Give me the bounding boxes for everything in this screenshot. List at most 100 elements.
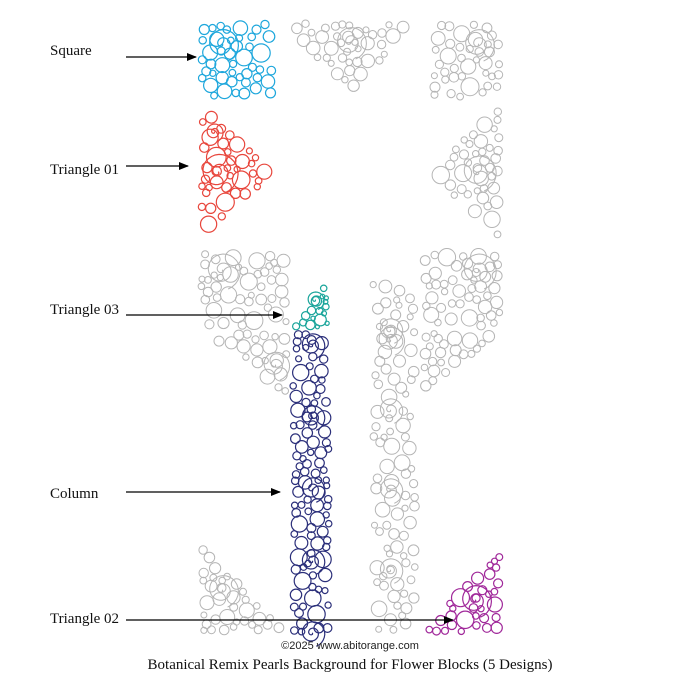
- pearl-circle: [490, 125, 498, 133]
- pearl-circle: [301, 427, 314, 439]
- spiral-motif: [379, 478, 404, 504]
- pearl-circle: [290, 530, 299, 538]
- pearl-circle: [223, 47, 236, 60]
- pearl-circle: [197, 282, 206, 291]
- pearl-circle: [217, 316, 230, 330]
- pearl-circle: [471, 612, 480, 620]
- pearl-circle: [322, 302, 330, 311]
- pearl-circle: [440, 626, 450, 635]
- pearl-circle: [385, 414, 394, 423]
- pearl-circle: [296, 617, 309, 630]
- pearl-circle: [216, 123, 227, 134]
- pearl-circle: [456, 92, 465, 101]
- pearl-circle: [373, 578, 382, 587]
- pearl-circle: [298, 602, 308, 611]
- pearl-circle: [444, 21, 455, 32]
- pearl-circle: [201, 66, 212, 77]
- pearl-circle: [248, 169, 258, 178]
- pearl-circle: [322, 476, 330, 484]
- pearl-circle: [256, 163, 273, 180]
- pearl-circle: [401, 558, 411, 568]
- pearl-circle: [490, 319, 498, 327]
- pearl-circle: [471, 571, 485, 585]
- pearl-circle: [310, 411, 318, 420]
- pearl-circle: [456, 184, 467, 195]
- pearl-circle: [493, 230, 502, 239]
- pearl-circle: [291, 470, 301, 479]
- pearl-circle: [240, 77, 251, 88]
- pearl-circle: [228, 68, 237, 77]
- pearl-circle: [310, 374, 319, 384]
- pearl-circle: [398, 530, 409, 541]
- pearl-circle: [231, 170, 251, 190]
- pearl-circle: [209, 69, 217, 78]
- pearl-circle: [483, 201, 493, 211]
- pearl-circle: [316, 525, 329, 538]
- pearl-circle: [253, 269, 263, 279]
- pearl-circle: [239, 272, 258, 291]
- pearl-circle: [307, 420, 318, 430]
- pearl-circle: [322, 511, 330, 519]
- pearl-circle: [230, 578, 243, 590]
- pearl-circle: [490, 153, 502, 164]
- pearl-circle: [463, 190, 472, 199]
- pearl-circle: [263, 303, 273, 312]
- pearl-circle: [379, 572, 388, 581]
- pearl-circle: [199, 215, 218, 233]
- pearl-circle: [290, 476, 300, 486]
- pearl-circle: [274, 284, 289, 299]
- pearl-circle: [396, 320, 410, 333]
- pearl-circle: [465, 44, 474, 54]
- pearl-circle: [226, 36, 235, 45]
- pearl-circle: [255, 65, 265, 74]
- spiral-motif: [337, 27, 367, 60]
- pearl-circle: [484, 261, 496, 273]
- pearl-circle: [493, 145, 503, 156]
- pearl-circle: [474, 280, 488, 293]
- pearl-circle: [214, 57, 231, 74]
- pearl-circle: [490, 621, 503, 635]
- pearl-circle: [323, 40, 339, 56]
- pearl-circle: [239, 587, 247, 596]
- pearl-circle: [428, 266, 442, 280]
- pearl-circle: [398, 406, 408, 416]
- pearl-circle: [201, 250, 210, 259]
- pearl-circle: [307, 28, 316, 37]
- pearl-circle: [211, 166, 222, 177]
- pearl-circle: [252, 72, 263, 83]
- pearl-circle: [220, 286, 238, 304]
- pearl-circle: [301, 411, 313, 423]
- pearl-circle: [204, 276, 212, 284]
- pearl-circle: [450, 191, 458, 199]
- pearl-circle: [231, 88, 241, 98]
- pearl-circle: [210, 281, 222, 293]
- pearl-circle: [421, 332, 431, 342]
- pearl-circle: [369, 281, 377, 289]
- pearl-circle: [485, 143, 494, 152]
- pearl-circle: [299, 318, 308, 327]
- pearl-circle: [377, 344, 393, 360]
- pearl-circle: [441, 75, 450, 84]
- pearl-circle: [460, 136, 468, 144]
- pearl-circle: [199, 595, 215, 611]
- pearl-circle: [330, 21, 341, 31]
- pearl-circle: [371, 521, 378, 529]
- pearl-circle: [449, 152, 459, 162]
- pearl-circle: [472, 56, 480, 64]
- pearl-circle: [383, 437, 401, 455]
- pearl-circle: [380, 297, 392, 309]
- pearl-circle: [495, 553, 504, 562]
- pearl-circle: [264, 251, 276, 262]
- pearl-circle: [306, 522, 317, 534]
- pearl-circle: [472, 344, 481, 353]
- pearl-circle: [303, 495, 312, 504]
- pearl-circle: [439, 339, 449, 350]
- pearl-circle: [345, 58, 354, 67]
- pearl-circle: [310, 315, 316, 322]
- pearl-circle: [458, 349, 469, 360]
- pearl-circle: [448, 354, 462, 368]
- pearl-circle: [289, 602, 299, 612]
- pearl-circle: [439, 279, 449, 289]
- pearl-circle: [460, 58, 477, 75]
